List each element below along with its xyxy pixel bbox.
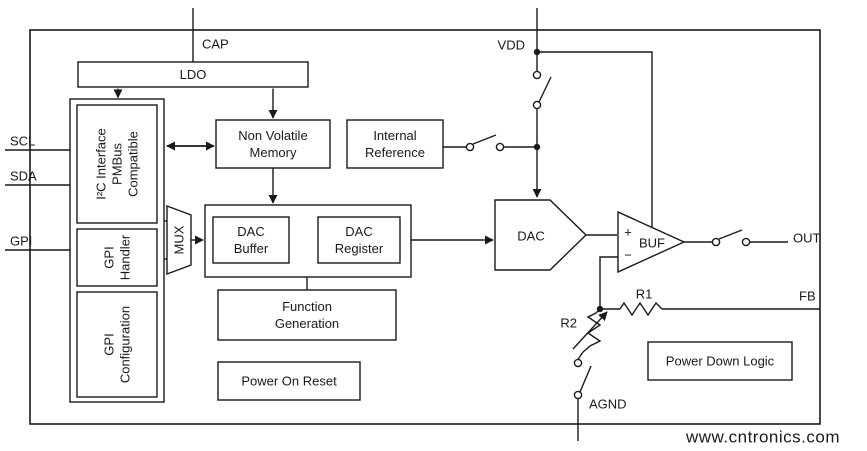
- r2-resistor: [582, 308, 602, 353]
- r1-label: R1: [636, 287, 653, 302]
- buf-plus-input-label: +: [624, 225, 632, 240]
- watermark: www.cntronics.com: [685, 428, 840, 447]
- power-on-reset-label: Power On Reset: [241, 374, 337, 389]
- vdd-switch-lever: [538, 76, 552, 103]
- internal-reference-block: [346, 119, 444, 169]
- out-switch-contact-right: [741, 237, 751, 247]
- i2c-interface-label-line2: PMBus: [110, 143, 125, 185]
- vdd-pin-label: VDD: [498, 38, 525, 53]
- buf-minus-feedback-wire: [599, 256, 618, 309]
- nvm-label-line1: Non Volatile: [238, 128, 307, 143]
- dac-register-block: [317, 216, 401, 264]
- r2-to-switch-wire: [577, 351, 584, 360]
- function-generation-block: [217, 289, 397, 341]
- chip-boundary: [29, 29, 821, 425]
- i2c-interface-label-line1: I²C Interface: [94, 128, 109, 200]
- vdd-to-buf-wire: [537, 51, 653, 227]
- gpi-configuration-block: [76, 291, 158, 398]
- function-generation-label-line2: Generation: [275, 316, 339, 331]
- mux-block: [166, 204, 192, 276]
- buf-label: BUF: [639, 236, 665, 251]
- dac-block: [494, 199, 588, 271]
- dac-buffer-label-line1: DAC: [237, 224, 264, 239]
- vdd-branch-junction-dot: [533, 48, 541, 56]
- ldo-label: LDO: [180, 67, 207, 82]
- buf-amplifier: [617, 210, 686, 274]
- gpi-configuration-label-line2: Configuration: [118, 306, 133, 383]
- intref-vdd-junction-dot: [533, 143, 541, 151]
- gpi-handler-label-line2: Handler: [118, 234, 133, 280]
- power-down-logic-block: [647, 341, 793, 381]
- vdd-switch-contact-bottom: [532, 100, 542, 110]
- internal-reference-label-line1: Internal: [373, 128, 416, 143]
- non-volatile-memory-block: [215, 119, 331, 169]
- dac-register-label-line2: Register: [335, 241, 384, 256]
- gpi-pin-label: GPI: [10, 234, 32, 249]
- intref-switch-contact-right: [495, 142, 505, 152]
- scl-pin-label: SCL: [10, 134, 35, 149]
- cap-pin-label: CAP: [202, 37, 229, 52]
- agnd-pin-label: AGND: [589, 397, 627, 412]
- agnd-switch-contact-bottom: [573, 390, 583, 400]
- power-down-logic-label: Power Down Logic: [666, 354, 775, 369]
- agnd-switch-contact-top: [573, 358, 583, 368]
- internal-reference-label-line2: Reference: [365, 145, 425, 160]
- gpi-handler-label-line1: GPI: [102, 246, 117, 268]
- dac-buffer-label-line2: Buffer: [234, 241, 269, 256]
- r1-resistor: [619, 301, 663, 317]
- ldo-block: [77, 61, 309, 88]
- out-switch-contact-left: [711, 237, 721, 247]
- out-pin-label: OUT: [793, 231, 821, 246]
- dac-buffer-block: [212, 216, 290, 264]
- dac-label: DAC: [517, 229, 544, 244]
- function-generation-label-line1: Function: [282, 299, 332, 314]
- intref-switch-contact-left: [465, 142, 475, 152]
- gpi-handler-block: [76, 228, 158, 287]
- power-on-reset-block: [217, 361, 361, 401]
- gpi-configuration-label-line1: GPI: [102, 333, 117, 355]
- feedback-junction-dot: [596, 305, 604, 313]
- agnd-switch-lever: [579, 365, 592, 393]
- intref-switch-lever: [472, 134, 497, 145]
- i2c-interface-block: [76, 104, 158, 224]
- sda-pin-label: SDA: [10, 169, 37, 184]
- out-switch-lever: [718, 229, 743, 240]
- fb-pin-label: FB: [799, 289, 816, 304]
- dac-register-label-line1: DAC: [345, 224, 372, 239]
- buf-minus-input-label: −: [624, 248, 632, 263]
- r2-label: R2: [560, 316, 577, 331]
- vdd-switch-contact-top: [532, 70, 542, 80]
- mux-label: MUX: [172, 225, 187, 254]
- i2c-interface-label-line3: Compatible: [126, 131, 141, 197]
- nvm-label-line2: Memory: [250, 145, 297, 160]
- r2-variable-arrow: [572, 311, 608, 350]
